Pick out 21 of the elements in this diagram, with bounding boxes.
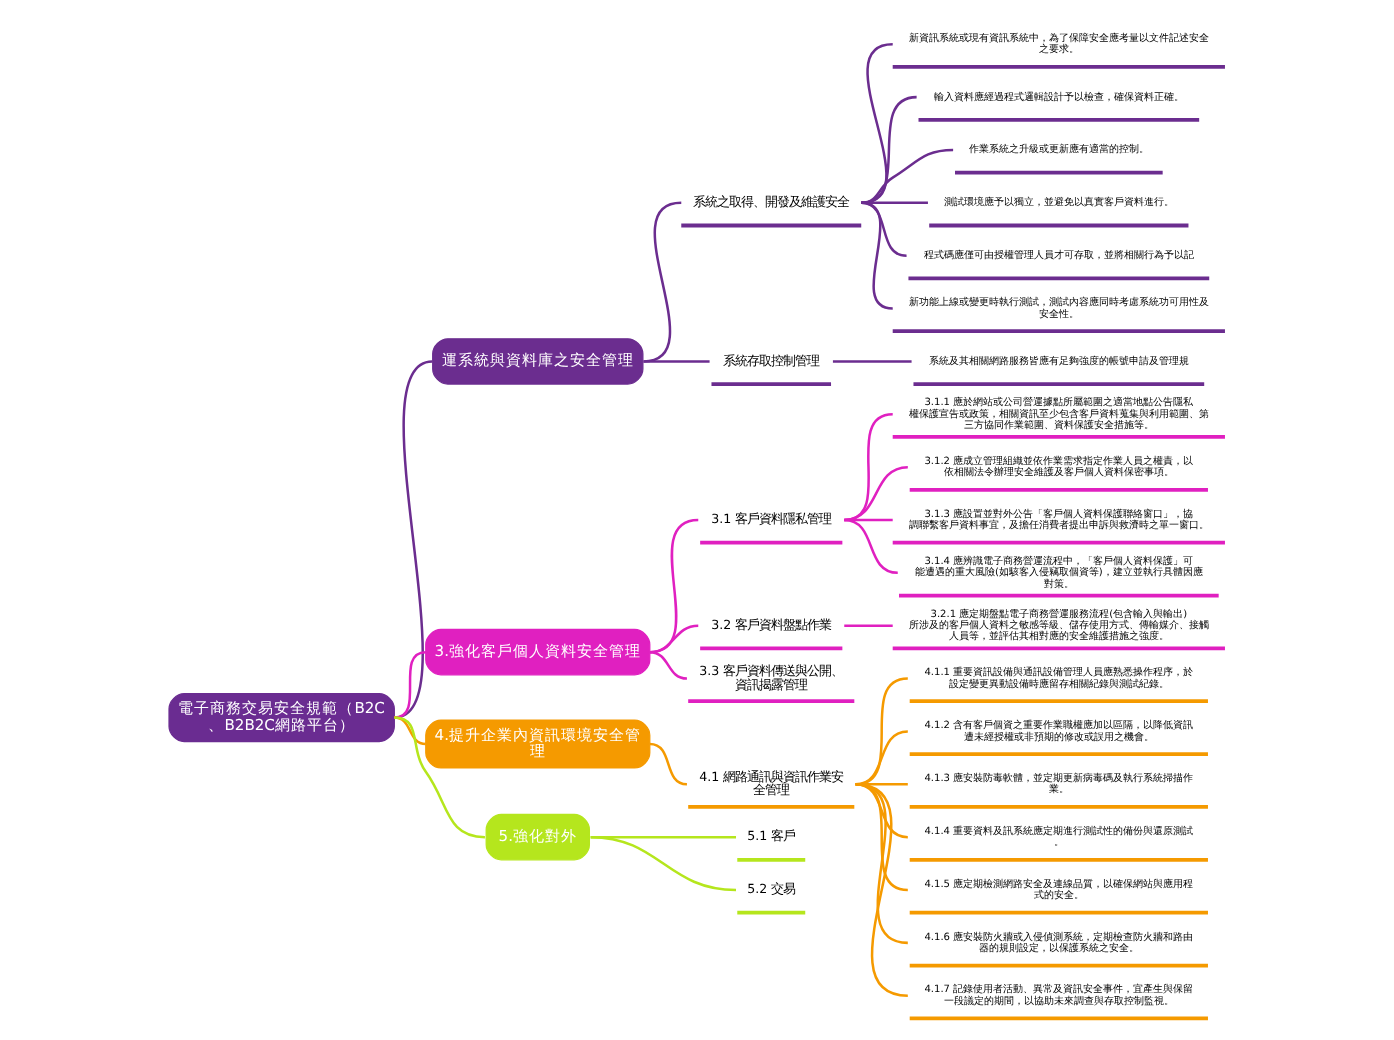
connector — [393, 360, 433, 719]
connector — [649, 650, 688, 680]
connector — [861, 201, 907, 257]
connector — [844, 518, 898, 575]
connector — [844, 624, 893, 627]
connector — [855, 783, 909, 997]
connector — [832, 360, 912, 363]
connector — [643, 360, 710, 363]
connector — [394, 650, 426, 719]
connector — [844, 465, 908, 522]
connector — [394, 716, 426, 746]
connector — [590, 835, 737, 892]
connector — [860, 43, 893, 205]
connector — [394, 716, 486, 839]
connector — [649, 624, 699, 654]
connector — [649, 742, 688, 786]
connector — [649, 518, 699, 654]
connector — [855, 730, 908, 786]
connector — [844, 413, 893, 522]
connector — [861, 148, 954, 205]
connector — [855, 677, 909, 786]
